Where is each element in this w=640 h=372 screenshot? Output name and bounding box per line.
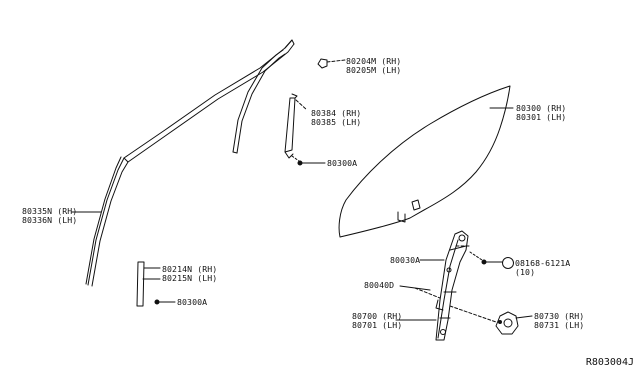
callout-weatherstrip: 80335N (RH) 80336N (LH) bbox=[22, 207, 77, 224]
reference-code: R803004J bbox=[585, 357, 634, 368]
callout-line: 80300 (RH) bbox=[516, 103, 567, 113]
callout-line: 80205M (LH) bbox=[346, 64, 402, 75]
callout-line: 80214N (RH) bbox=[162, 264, 218, 274]
callout-line: 80335N (RH) bbox=[22, 206, 78, 216]
cable-leader bbox=[399, 285, 431, 291]
callout-motor: 80730 (RH) 80731 (LH) bbox=[534, 312, 584, 329]
callout-line: 80700 (RH) bbox=[352, 311, 403, 321]
regulator-part bbox=[414, 230, 471, 341]
front-sash-part bbox=[232, 49, 286, 154]
callout-line: 80384 (RH) bbox=[311, 108, 362, 118]
motor-part bbox=[449, 305, 533, 335]
callout-line: 80204M (RH) bbox=[346, 56, 402, 66]
callout-line: 80300A bbox=[177, 297, 208, 307]
callout-regulator: 80700 (RH) 80701 (LH) bbox=[352, 312, 402, 329]
callout-glass: 80300 (RH) 80301 (LH) bbox=[516, 104, 566, 121]
callout-bolt: 08168-6121A (10) bbox=[515, 259, 570, 276]
callout-clip-lower: 80300A bbox=[177, 298, 207, 307]
bolt-part bbox=[469, 251, 514, 269]
clip-upper-part bbox=[291, 155, 326, 166]
callout-line: 80030A bbox=[390, 255, 421, 265]
weatherstrip-part bbox=[85, 39, 295, 287]
outer-molding-part bbox=[317, 58, 346, 69]
callout-molding-outer: 80204M (RH) 80205M (LH) bbox=[346, 57, 401, 74]
callout-regulator-bracket: 80030A bbox=[390, 256, 420, 265]
callout-line: 80336N (LH) bbox=[22, 214, 78, 225]
callout-line: 08168-6121A bbox=[515, 258, 571, 268]
door-glass-part bbox=[338, 85, 514, 238]
clip-lower-part bbox=[154, 299, 176, 305]
callout-line: 80701 (LH) bbox=[352, 319, 403, 330]
callout-sash: 80384 (RH) 80385 (LH) bbox=[311, 109, 361, 126]
callout-line: 80731 (LH) bbox=[534, 319, 585, 330]
callout-line: (10) bbox=[515, 266, 536, 277]
callout-line: 80385 (LH) bbox=[311, 116, 362, 127]
callout-regulator-cable: 80040D bbox=[364, 281, 394, 290]
callout-molding-lower: 80214N (RH) 80215N (LH) bbox=[162, 265, 217, 282]
callout-line: 80300A bbox=[327, 158, 358, 168]
callout-clip-upper: 80300A bbox=[327, 159, 357, 168]
callout-line: 80215N (LH) bbox=[162, 272, 218, 283]
sash-part bbox=[284, 93, 308, 159]
callout-line: 80040D bbox=[364, 280, 395, 290]
callout-line: 80301 (LH) bbox=[516, 111, 567, 122]
callout-line: 80730 (RH) bbox=[534, 311, 585, 321]
lower-molding-part bbox=[136, 261, 161, 307]
